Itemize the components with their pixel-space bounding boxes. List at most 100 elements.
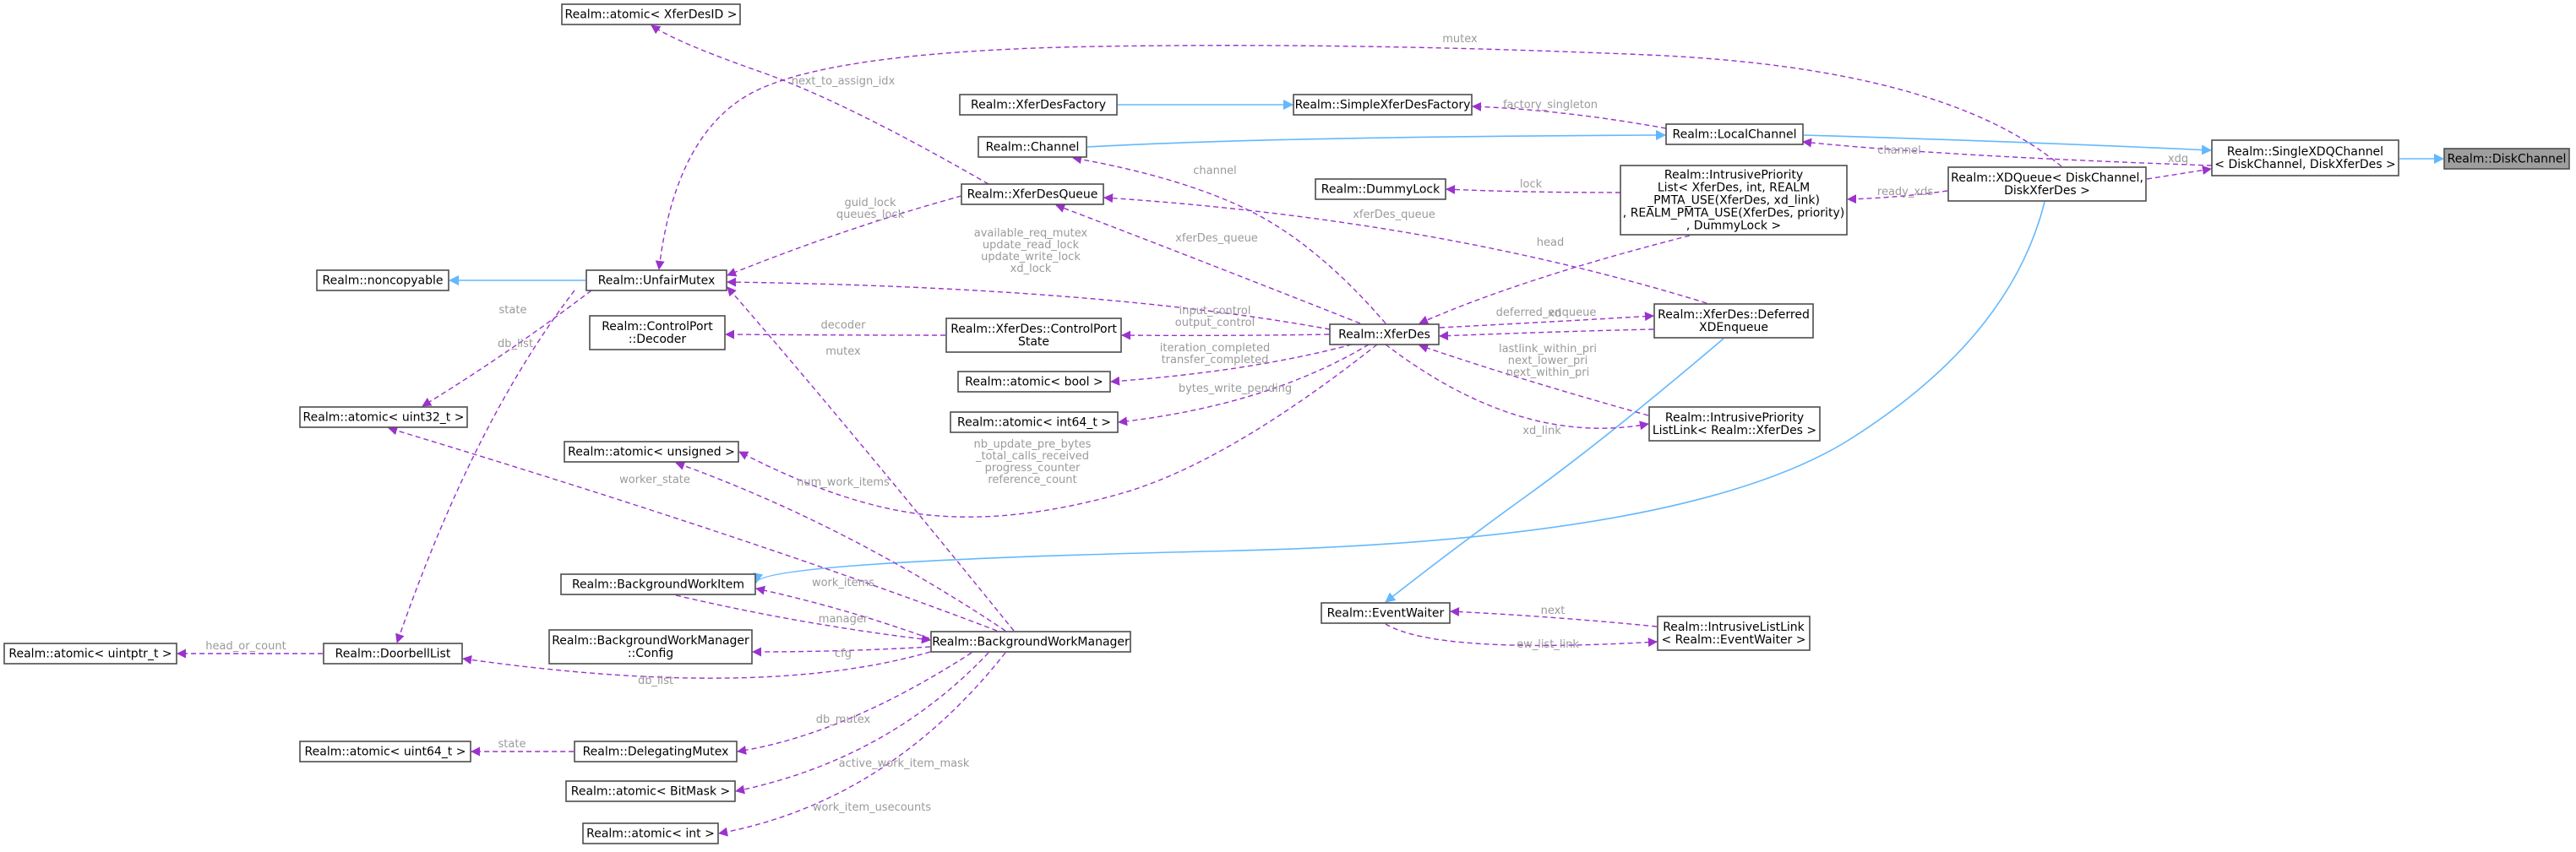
usage-edge-xdqueue-to-unfair-mutex (655, 45, 2062, 270)
class-node-atomic-bit-mask[interactable]: Realm::atomic< BitMask > (565, 780, 736, 802)
class-box[interactable] (1653, 303, 1814, 339)
class-box[interactable] (574, 741, 738, 762)
class-box[interactable] (1315, 178, 1446, 200)
class-name-line: Realm::IntrusivePriority (1665, 411, 1804, 425)
class-box[interactable] (564, 441, 739, 463)
edge-label: transfer_completed (1162, 354, 1269, 366)
edge-label: worker_state (619, 474, 690, 486)
class-node-atomic-bool[interactable]: Realm::atomic< bool > (957, 371, 1111, 393)
class-node-atomic-unsigned[interactable]: Realm::atomic< unsigned > (564, 441, 739, 463)
class-box[interactable] (585, 269, 727, 291)
edge-label: queues_lock (836, 209, 905, 221)
class-node-xfer-des-factory[interactable]: Realm::XferDesFactory (959, 94, 1118, 116)
class-box[interactable] (957, 371, 1111, 393)
class-node-simple-xfer-des-factory[interactable]: Realm::SimpleXferDesFactory (1293, 94, 1473, 116)
class-box[interactable] (1620, 165, 1848, 236)
usage-edge-event-waiter-to-intrusive-list-link (1385, 623, 1658, 648)
class-box[interactable] (1665, 123, 1804, 145)
class-box[interactable] (582, 822, 719, 844)
class-box[interactable] (561, 3, 741, 25)
usage-edge-xfer-des-to-deferred-xdenqueue (1439, 312, 1654, 328)
class-node-background-work-item[interactable]: Realm::BackgroundWorkItem (560, 573, 756, 595)
class-box[interactable] (323, 643, 463, 665)
class-node-unfair-mutex[interactable]: Realm::UnfairMutex (585, 269, 727, 291)
class-name-line: Realm::XferDes (1338, 328, 1430, 342)
class-node-xdqueue[interactable]: Realm::XDQueue< DiskChannel,DiskXferDes … (1947, 166, 2147, 202)
class-box[interactable] (959, 94, 1118, 116)
class-box[interactable] (1329, 323, 1440, 345)
class-box[interactable] (930, 631, 1131, 653)
class-box[interactable] (2211, 139, 2399, 176)
class-node-event-waiter[interactable]: Realm::EventWaiter (1321, 602, 1451, 624)
class-node-single-xdqchannel[interactable]: Realm::SingleXDQChannel< DiskChannel, Di… (2211, 139, 2399, 176)
inheritance-edge-local-channel-to-single-xdqchannel (1803, 134, 2212, 155)
class-name-line: Realm::atomic< bool > (965, 376, 1103, 389)
class-node-atomic-uint32[interactable]: Realm::atomic< uint32_t > (299, 406, 468, 428)
class-node-control-port-decoder[interactable]: Realm::ControlPort::Decoder (589, 315, 726, 350)
class-node-atomic-int[interactable]: Realm::atomic< int > (582, 822, 719, 844)
class-node-atomic-int64[interactable]: Realm::atomic< int64_t > (950, 411, 1119, 433)
class-node-atomic-xfer-des-id[interactable]: Realm::atomic< XferDesID > (561, 3, 741, 25)
class-name-line: , REALM_PMTA_USE(XferDes, priority) (1623, 207, 1844, 220)
usage-edge-unfair-mutex-to-xfer-des-queue (727, 195, 962, 277)
edge-label: work_items (812, 577, 874, 589)
class-box[interactable] (299, 741, 471, 762)
class-node-local-channel[interactable]: Realm::LocalChannel (1665, 123, 1804, 145)
edge-label: update_read_lock (983, 239, 1080, 252)
class-node-background-work-manager[interactable]: Realm::BackgroundWorkManager (930, 631, 1131, 653)
class-box[interactable] (1657, 616, 1811, 651)
class-node-channel[interactable]: Realm::Channel (978, 136, 1087, 158)
class-node-disk-channel[interactable]: Realm::DiskChannel (2443, 148, 2570, 170)
nodes-layer: Realm::DiskChannel Realm::SingleXDQChanne… (3, 3, 2570, 844)
edge-label: mutex (1442, 33, 1478, 46)
class-node-xfer-des-queue[interactable]: Realm::XferDesQueue (961, 183, 1104, 205)
usage-edge-atomic-unsigned-to-xfer-des (738, 344, 1378, 518)
class-box[interactable] (1947, 166, 2147, 202)
class-box[interactable] (978, 136, 1087, 158)
class-name-line: Realm::atomic< XferDesID > (565, 8, 738, 22)
class-box[interactable] (316, 269, 449, 291)
class-box[interactable] (1321, 602, 1451, 624)
class-node-noncopyable[interactable]: Realm::noncopyable (316, 269, 449, 291)
edge-label: ready_xds (1877, 186, 1933, 198)
class-box[interactable] (1648, 406, 1821, 442)
usage-edge-doorbell-list-to-unfair-mutex (395, 290, 575, 643)
class-name-line: Realm::EventWaiter (1327, 607, 1445, 621)
edge-label: xferDes_queue (1175, 232, 1258, 245)
class-box[interactable] (1293, 94, 1473, 116)
class-box[interactable] (589, 315, 726, 350)
edge-label: update_write_lock (981, 251, 1081, 263)
class-box[interactable] (950, 411, 1119, 433)
class-box[interactable] (3, 643, 177, 665)
class-node-doorbell-list[interactable]: Realm::DoorbellList (323, 643, 463, 665)
class-box[interactable] (2443, 148, 2570, 170)
class-box[interactable] (945, 317, 1122, 353)
class-box[interactable] (299, 406, 468, 428)
edge-label: work_item_usecounts (813, 801, 932, 814)
class-box[interactable] (560, 573, 756, 595)
class-node-xfer-des[interactable]: Realm::XferDes (1329, 323, 1440, 345)
edge-label: active_work_item_mask (839, 757, 970, 770)
class-node-delegating-mutex[interactable]: Realm::DelegatingMutex (574, 741, 738, 762)
usage-edge-background-work-item-to-background-work-manager (675, 594, 931, 644)
class-node-dummy-lock[interactable]: Realm::DummyLock (1315, 178, 1446, 200)
edge-label: db_list (498, 338, 533, 350)
usage-edge-xfer-des-queue-to-xfer-des (1055, 204, 1361, 324)
usage-edge-intrusive-list-link-to-event-waiter (1450, 606, 1658, 627)
class-node-atomic-uintptr[interactable]: Realm::atomic< uintptr_t > (3, 643, 177, 665)
usage-edge-background-work-manager-to-background-work-item (755, 585, 930, 639)
edge-label: xd_lock (1010, 263, 1052, 275)
class-box[interactable] (565, 780, 736, 802)
class-name-line: Realm::IntrusivePriority (1664, 169, 1803, 182)
class-box[interactable] (548, 629, 753, 665)
class-node-intrusive-list-link[interactable]: Realm::IntrusiveListLink< Realm::EventWa… (1657, 616, 1811, 651)
class-node-atomic-uint64[interactable]: Realm::atomic< uint64_t > (299, 741, 471, 762)
class-node-bwmconfig[interactable]: Realm::BackgroundWorkManager::Config (548, 629, 753, 665)
edge-label: state (498, 738, 526, 751)
edge-labels-layer: xdqmutexchannelfactory_singletonnext_to_… (205, 33, 2188, 814)
class-box[interactable] (961, 183, 1104, 205)
